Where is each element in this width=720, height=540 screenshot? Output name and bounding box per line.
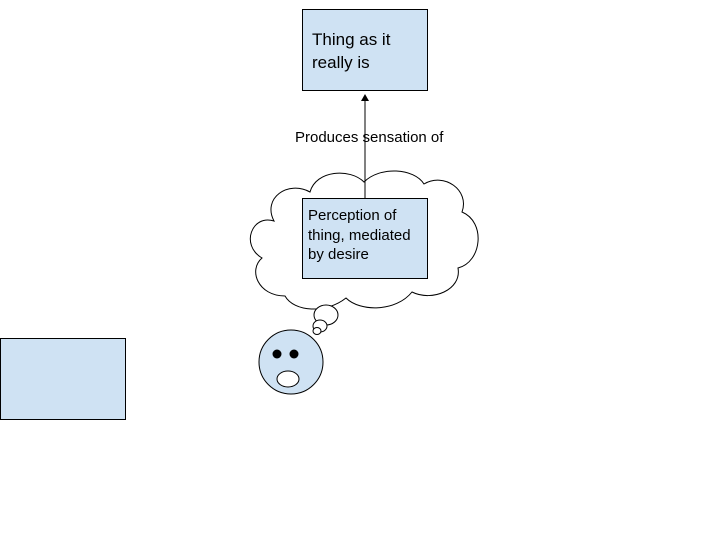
thought-bubble-small: [312, 327, 322, 335]
perception-box: Perception of thing, mediated by desire: [302, 198, 428, 279]
face-left-eye: [272, 349, 282, 359]
reality-box: Thing as it really is: [302, 9, 428, 91]
face-right-eye: [289, 349, 299, 359]
empty-box: [0, 338, 126, 420]
sensation-arrow-label: Produces sensation of: [295, 129, 444, 146]
surprised-face: [258, 329, 324, 395]
perception-box-label: Perception of thing, mediated by desire: [308, 207, 411, 263]
reality-box-label: Thing as it really is: [312, 30, 391, 72]
face-mouth: [276, 370, 300, 388]
sensation-arrow-head: [361, 94, 369, 101]
